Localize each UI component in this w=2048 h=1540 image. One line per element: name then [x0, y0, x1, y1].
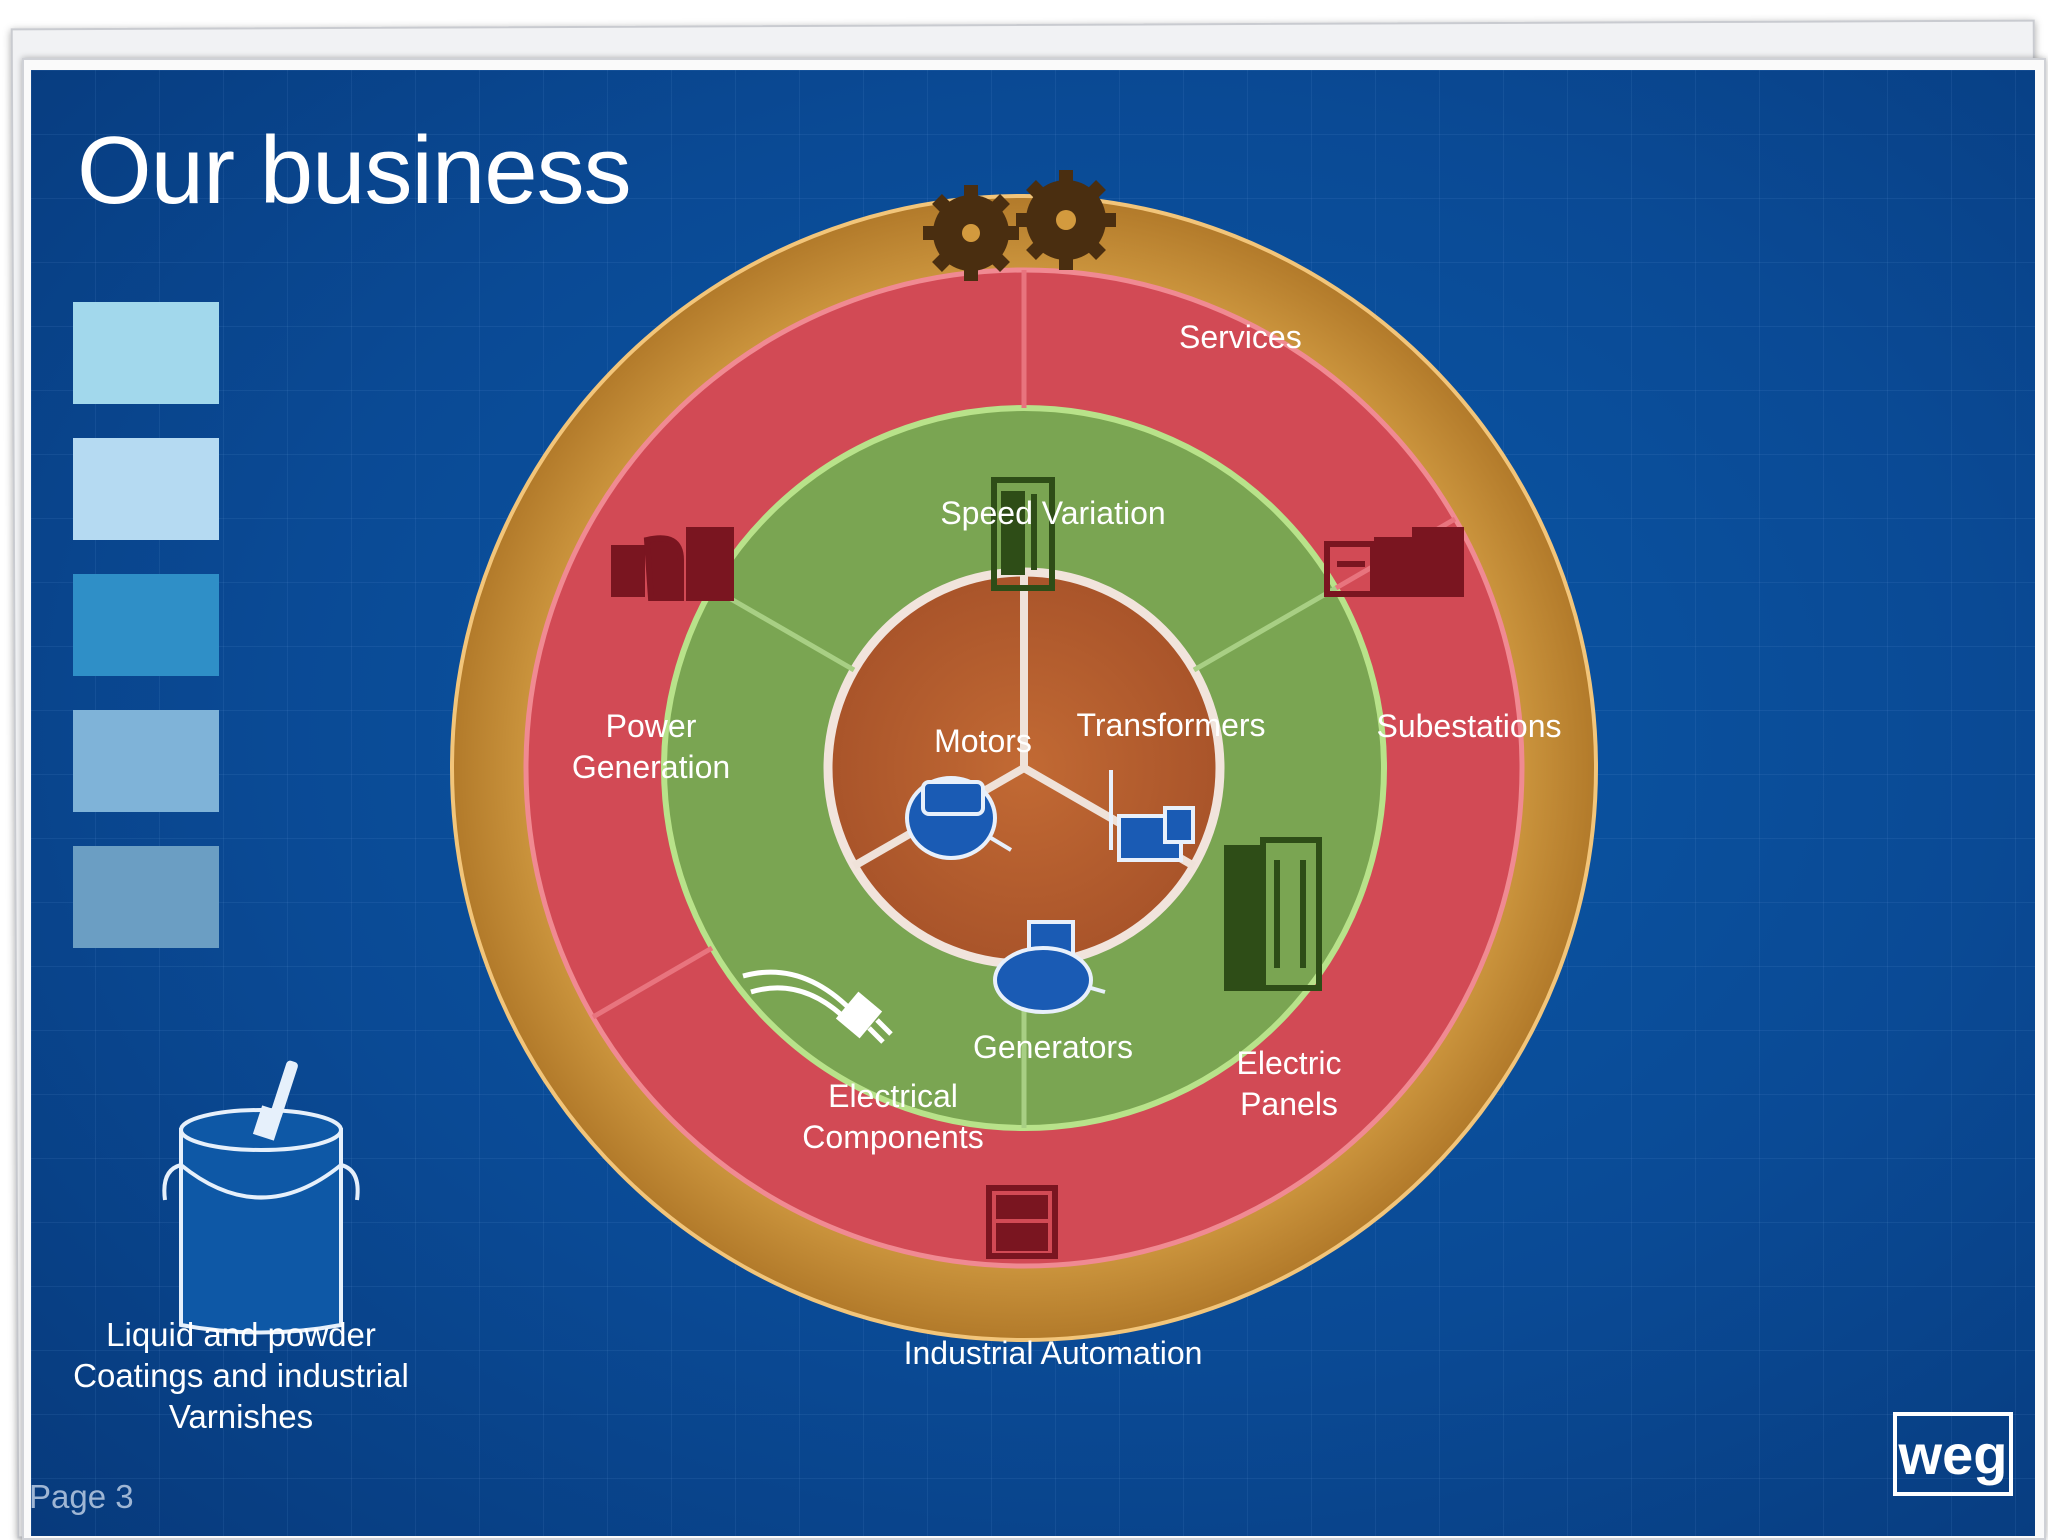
weg-logo-text: weg [1898, 1423, 2008, 1486]
generators-label: Generators [973, 1029, 1133, 1065]
generator-icon [993, 920, 1106, 1014]
transformers-label: Transformers [1076, 707, 1265, 743]
power-generation-icon [611, 527, 734, 601]
plug-icon [742, 969, 893, 1044]
paint-caption-line-1: Liquid and powder [106, 1316, 376, 1353]
paint-caption: Liquid and powder Coatings and industria… [71, 1314, 411, 1437]
motor-icon [905, 776, 1013, 860]
electric-panel-icon [1224, 837, 1322, 991]
electrical-components-label-line-2: Components [802, 1119, 983, 1155]
page-number: Page 3 [31, 1478, 134, 1515]
business-diagram: Services Power Generation Subestations I… [450, 170, 1598, 1371]
drive-cabinet-icon [991, 477, 1055, 591]
legend-swatch-4 [73, 710, 219, 812]
paint-caption-line-3: Varnishes [168, 1398, 314, 1435]
power-generation-label-line-2: Generation [572, 749, 730, 785]
paint-bucket-icon [162, 1060, 360, 1335]
services-label: Services [1179, 319, 1302, 355]
legend-swatch-5 [73, 846, 219, 948]
speed-variation-label: Speed Variation [940, 495, 1165, 531]
electric-panels-label-line-2: Panels [1240, 1086, 1338, 1122]
slide-title: Our business [77, 117, 632, 224]
gears-icon [923, 170, 1116, 281]
weg-logo: weg [1893, 1412, 2013, 1496]
electric-panels-label-line-1: Electric [1237, 1045, 1342, 1081]
legend-swatch-1 [73, 302, 219, 404]
slide: Our business Liquid and powder Coatings … [31, 70, 2035, 1536]
industrial-automation-label: Industrial Automation [904, 1335, 1203, 1371]
automation-cabinet-icon [986, 1185, 1058, 1259]
electrical-components-label-line-1: Electrical [828, 1078, 958, 1114]
substations-label: Subestations [1376, 708, 1561, 744]
paint-caption-line-2: Coatings and industrial [73, 1357, 409, 1394]
legend-swatch-2 [73, 438, 219, 540]
substation-icon [1324, 527, 1464, 597]
legend-swatch-3 [73, 574, 219, 676]
transformer-icon [1109, 770, 1195, 862]
power-generation-label-line-1: Power [606, 708, 697, 744]
motors-label: Motors [934, 723, 1032, 759]
